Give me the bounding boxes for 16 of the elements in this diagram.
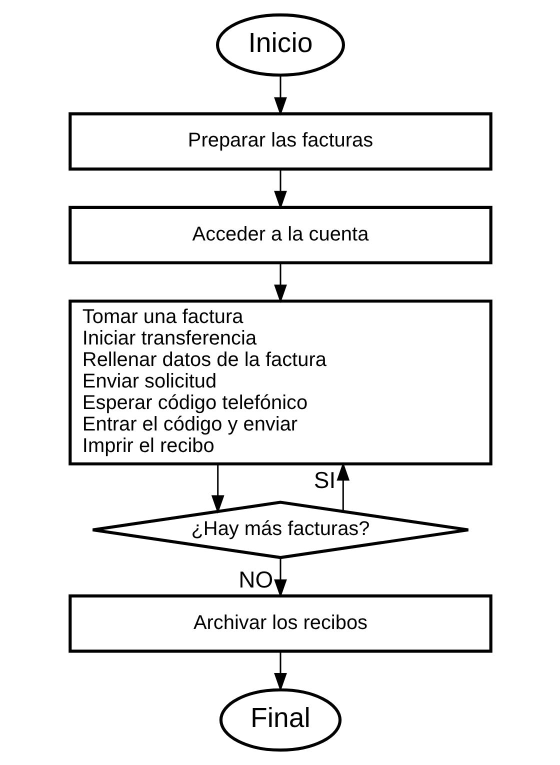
arrow [336,462,350,512]
node-box: Tomar una factura Iniciar transferencia Rellenar datos de la factura Enviar solicitud Esperar código telefónico Entrar el código y enviar Imprir el recibo [68,300,492,466]
node-ellipse: Inicio [215,13,345,77]
node-ellipse: Final [218,688,342,752]
arrow [274,76,286,116]
edge-label: SI [313,466,336,493]
node-box: Archivar los recibos [68,594,492,653]
node-box: Acceder a la cuenta [68,206,492,264]
node-box: Preparar las facturas [68,112,492,171]
arrow [274,170,286,210]
edge-label: NO [238,566,273,592]
arrow [274,262,286,304]
arrow [210,464,224,514]
arrow [274,558,286,598]
node-diamond: ¿Hay más facturas? [90,500,470,560]
arrow [274,651,286,692]
